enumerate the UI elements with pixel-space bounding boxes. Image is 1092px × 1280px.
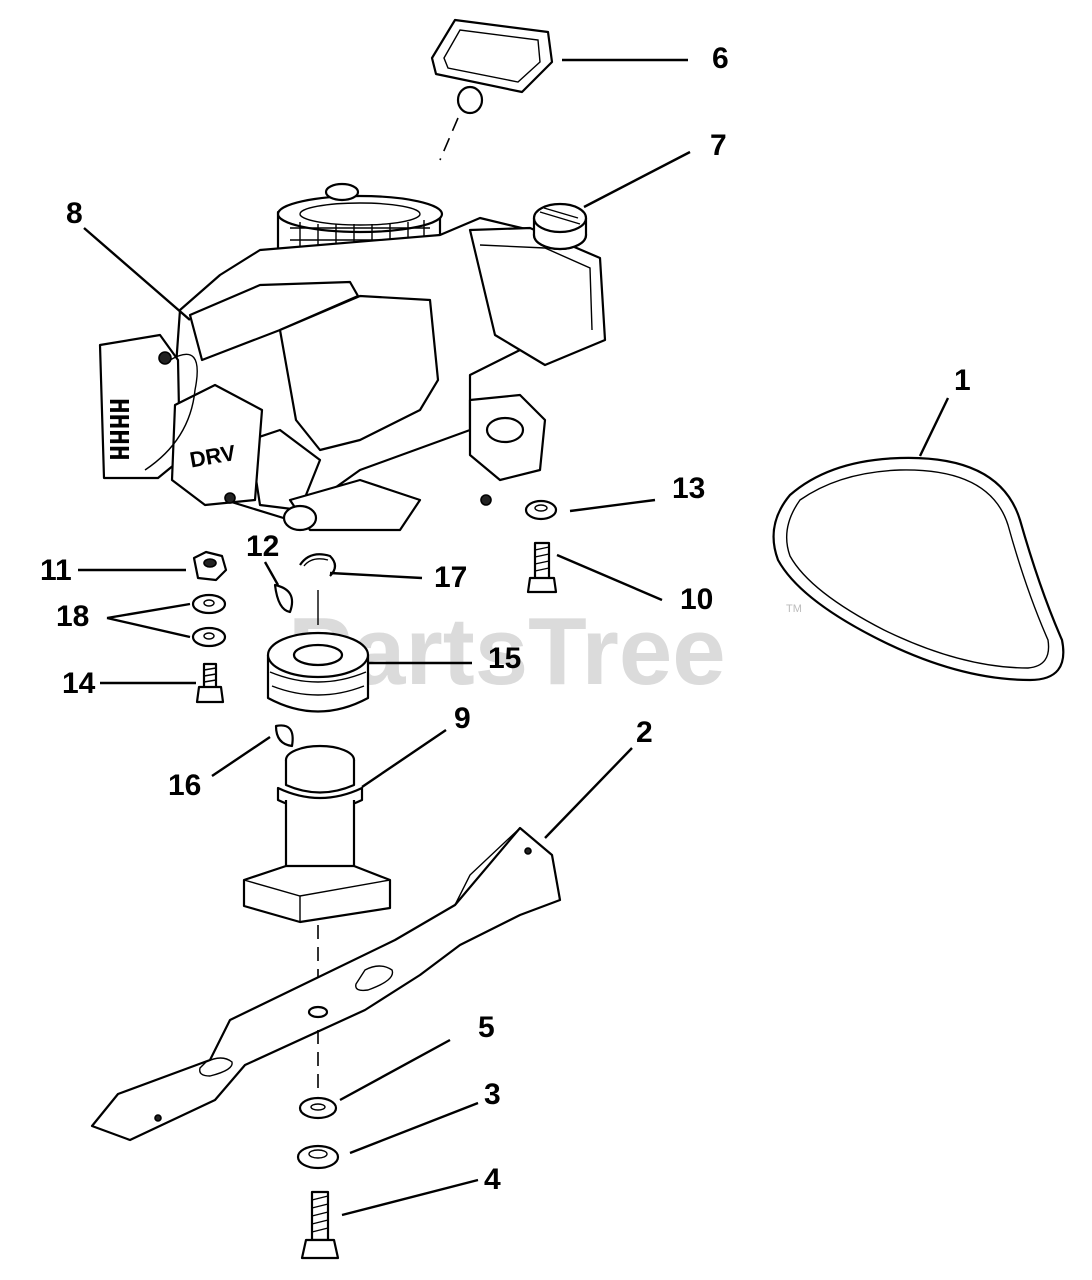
watermark-trademark: TM: [786, 603, 802, 615]
part-4-blade-bolt: [300, 1190, 340, 1260]
callout-9: 9: [454, 702, 471, 735]
leader-8: [83, 227, 191, 321]
leader-10: [556, 553, 663, 602]
callout-8: 8: [66, 197, 83, 230]
part-7-fuel-cap: [532, 202, 588, 251]
leader-2: [544, 747, 633, 839]
callout-7: 7: [710, 129, 727, 162]
leader-12: [263, 561, 280, 586]
leader-13: [569, 498, 656, 513]
leader-17: [329, 571, 423, 580]
callout-4: 4: [484, 1163, 501, 1196]
part-16-key: [274, 724, 294, 748]
callout-18: 18: [56, 600, 89, 633]
callout-3: 3: [484, 1078, 501, 1111]
part-1-v-belt: [772, 456, 1065, 682]
part-8-engine: HHHH DRV: [98, 182, 607, 532]
callout-12: 12: [246, 530, 279, 563]
callout-6: 6: [712, 42, 729, 75]
dash-line-6: [439, 117, 459, 161]
leader-lines: [78, 58, 950, 1217]
leader-4: [341, 1178, 479, 1217]
leader-3: [349, 1101, 479, 1155]
callout-10: 10: [680, 583, 713, 616]
part-12-key: [273, 583, 294, 614]
part-11-nut: [192, 550, 228, 582]
part-10-bolt: [526, 541, 558, 594]
part-2-mower-blade: [90, 826, 562, 1142]
callout-11: 11: [40, 554, 72, 587]
part-3-lock-washer: [296, 1144, 340, 1170]
part-9-spindle-adapter: [242, 744, 392, 924]
callout-16: 16: [168, 769, 201, 802]
callout-5: 5: [478, 1011, 495, 1044]
callout-14: 14: [62, 667, 96, 700]
part-15-pulley: [266, 631, 370, 713]
part-6-air-filter-cover: [430, 18, 554, 115]
callout-labels: 6 7 8 1 13 10 11 12 17 18 15 14 9 2 16 5…: [40, 42, 971, 1196]
part-14-bolt: [195, 662, 225, 704]
leader-18: [106, 602, 191, 639]
callout-17: 17: [434, 561, 467, 594]
callout-13: 13: [672, 472, 705, 505]
leader-9: [361, 729, 447, 788]
part-17-retaining-ring: [299, 553, 337, 577]
leader-5: [339, 1038, 451, 1102]
callout-15: 15: [488, 642, 521, 675]
leader-7: [583, 150, 691, 209]
part-5-washer: [298, 1096, 338, 1120]
cylinder-marking: HHHH: [103, 398, 133, 461]
part-18-washers: [191, 593, 227, 648]
callout-1: 1: [954, 364, 971, 397]
leader-1: [918, 397, 950, 457]
part-13-washer: [524, 499, 558, 521]
leader-16: [211, 736, 271, 777]
callout-2: 2: [636, 716, 653, 749]
